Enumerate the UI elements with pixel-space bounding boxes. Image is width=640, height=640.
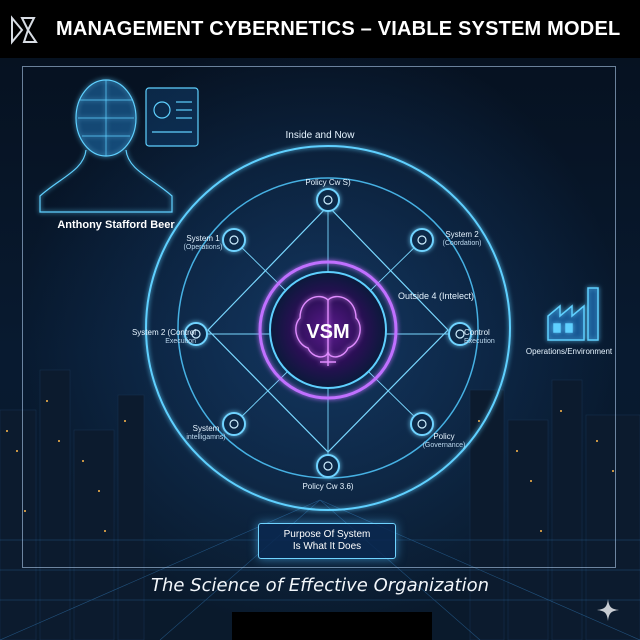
node-system-2-coordination[interactable] (410, 228, 434, 252)
factory-icon (547, 287, 599, 341)
node-label-control-execution-right: Control Execution (464, 328, 524, 346)
brain-icon (295, 295, 361, 366)
node-label-policy-governance: Policy (Governance) (404, 432, 484, 450)
node-title: System 1 (186, 234, 220, 243)
node-title: System (192, 424, 220, 433)
inside-and-now-label: Inside and Now (285, 130, 355, 141)
node-label-system-intelligence: System intelligamns) (176, 424, 236, 442)
node-subtitle: Execution (165, 338, 196, 345)
hologram-head-icon (39, 79, 173, 213)
node-title: Policy Cw S) (305, 178, 351, 187)
node-label-system-2-control-left: System 2 (Control Execution (104, 328, 196, 346)
tagline: The Science of Effective Organization (150, 575, 489, 596)
node-system-intelligence[interactable] (222, 412, 246, 436)
page-title: MANAGEMENT CYBERNETICS – VIABLE SYSTEM M… (56, 18, 621, 40)
node-policy-bottom[interactable] (316, 454, 340, 478)
person-name: Anthony Stafford Beer (57, 219, 175, 231)
outside-label: Outside 4 (Intelect) (397, 291, 475, 301)
node-label-system-1-operations: System 1 (Operations) (170, 234, 236, 252)
purpose-line-1: Purpose Of System (283, 529, 371, 540)
environment-label: Operations/Environment (525, 347, 613, 356)
node-system-1-operations[interactable] (222, 228, 246, 252)
node-policy-top[interactable] (316, 188, 340, 212)
node-subtitle: (Operations) (183, 244, 223, 251)
core-halo (258, 260, 398, 400)
node-subtitle: (Governance) (422, 442, 466, 449)
city-skyline (0, 369, 640, 640)
purpose-line-2: Is What It Does (292, 541, 362, 552)
logo-icon (11, 15, 38, 45)
node-title: Control (464, 328, 490, 337)
node-title: System 2 (445, 230, 479, 239)
content-frame (22, 66, 616, 568)
header-bar: MANAGEMENT CYBERNETICS – VIABLE SYSTEM M… (0, 0, 640, 58)
node-label-system-2-coordination: System 2 (Coordation) (424, 230, 500, 248)
node-subtitle: (Coordation) (442, 240, 482, 247)
purpose-box: Purpose Of System Is What It Does (258, 523, 396, 559)
node-label-policy-bottom: Policy Cw 3.6) (288, 482, 368, 491)
node-policy-governance[interactable] (410, 412, 434, 436)
node-subtitle: intelligamns) (186, 434, 226, 441)
node-label-policy-top: Policy Cw S) (288, 178, 368, 187)
node-control-execution-right[interactable] (448, 322, 472, 346)
node-title: Policy Cw 3.6) (302, 482, 354, 491)
node-title: Policy (433, 432, 455, 441)
node-system-2-control-left[interactable] (184, 322, 208, 346)
bottom-bar (232, 612, 432, 640)
core-label: VSM (306, 321, 349, 343)
node-title: System 2 (Control (131, 328, 196, 337)
data-panel-icon (145, 87, 199, 147)
outer-ring (145, 145, 511, 511)
node-subtitle: Execution (464, 338, 495, 345)
sparkle-icon (597, 599, 619, 621)
